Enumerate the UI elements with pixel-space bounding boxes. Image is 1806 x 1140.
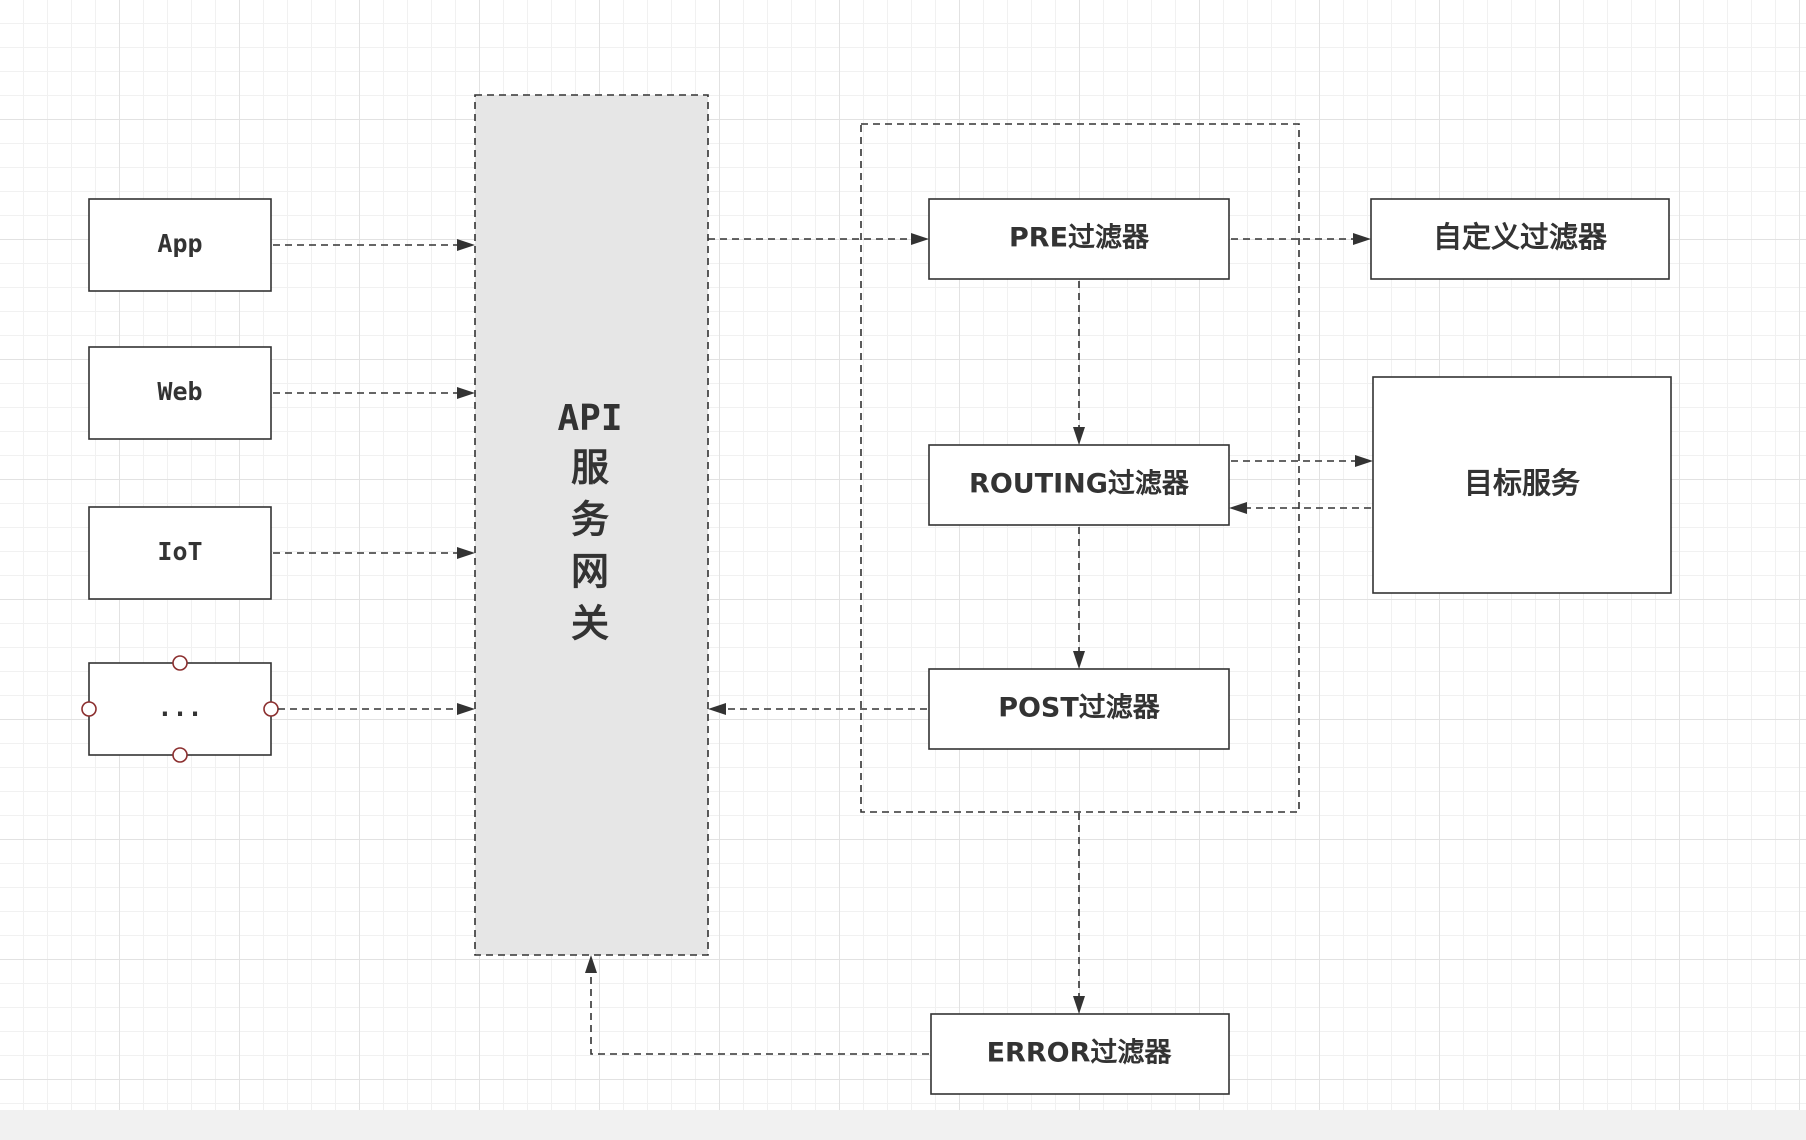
custom-filter-label: 自定义过滤器 xyxy=(1433,220,1608,254)
post-filter[interactable]: POST过滤器 xyxy=(928,668,1230,750)
post-filter-label: POST过滤器 xyxy=(998,693,1161,724)
edge-more-to-gateway[interactable] xyxy=(278,703,475,715)
selection-handle-top[interactable] xyxy=(172,655,188,671)
gateway-label-line-1: API xyxy=(557,398,622,439)
edge-pre-to-custom[interactable] xyxy=(1231,233,1371,245)
client-more-label: ... xyxy=(157,693,202,722)
filter-chain-container[interactable] xyxy=(860,123,1300,813)
custom-filter[interactable]: 自定义过滤器 xyxy=(1370,198,1670,280)
client-iot-label: IoT xyxy=(157,537,202,566)
bottom-strip xyxy=(0,1110,1806,1140)
client-app-label: App xyxy=(157,229,202,258)
target-service[interactable]: 目标服务 xyxy=(1372,376,1672,594)
routing-filter-label: ROUTING过滤器 xyxy=(969,469,1190,500)
gateway-label-line-3: 务 xyxy=(571,498,609,542)
edge-container-to-error[interactable] xyxy=(1073,813,1085,1014)
selection-handle-right[interactable] xyxy=(263,701,279,717)
pre-filter-label: PRE过滤器 xyxy=(1009,223,1150,254)
edge-gateway-to-pre[interactable] xyxy=(708,233,929,245)
client-web-label: Web xyxy=(157,377,202,406)
client-iot[interactable]: IoT xyxy=(88,506,272,600)
routing-filter[interactable]: ROUTING过滤器 xyxy=(928,444,1230,526)
selection-handle-left[interactable] xyxy=(81,701,97,717)
client-more[interactable]: ... xyxy=(81,655,279,763)
client-app[interactable]: App xyxy=(88,198,272,292)
target-service-label: 目标服务 xyxy=(1464,466,1580,500)
edge-app-to-gateway[interactable] xyxy=(273,239,475,251)
gateway-label-line-5: 关 xyxy=(571,602,609,646)
api-gateway[interactable]: API 服 务 网 关 xyxy=(474,94,709,956)
selection-handle-bottom[interactable] xyxy=(172,747,188,763)
error-filter[interactable]: ERROR过滤器 xyxy=(930,1013,1230,1095)
error-filter-label: ERROR过滤器 xyxy=(987,1038,1173,1069)
edge-post-to-gateway[interactable] xyxy=(708,703,927,715)
client-web[interactable]: Web xyxy=(88,346,272,440)
gateway-label-line-4: 网 xyxy=(571,550,609,594)
pre-filter[interactable]: PRE过滤器 xyxy=(928,198,1230,280)
edge-web-to-gateway[interactable] xyxy=(273,387,475,399)
edge-target-to-routing[interactable] xyxy=(1229,502,1371,514)
edge-pre-to-routing[interactable] xyxy=(1073,281,1085,445)
edge-iot-to-gateway[interactable] xyxy=(273,547,475,559)
gateway-label-line-2: 服 xyxy=(571,446,609,490)
edge-routing-to-post[interactable] xyxy=(1073,527,1085,669)
edge-routing-to-target[interactable] xyxy=(1231,455,1373,467)
edge-error-to-gateway[interactable] xyxy=(585,955,929,1055)
